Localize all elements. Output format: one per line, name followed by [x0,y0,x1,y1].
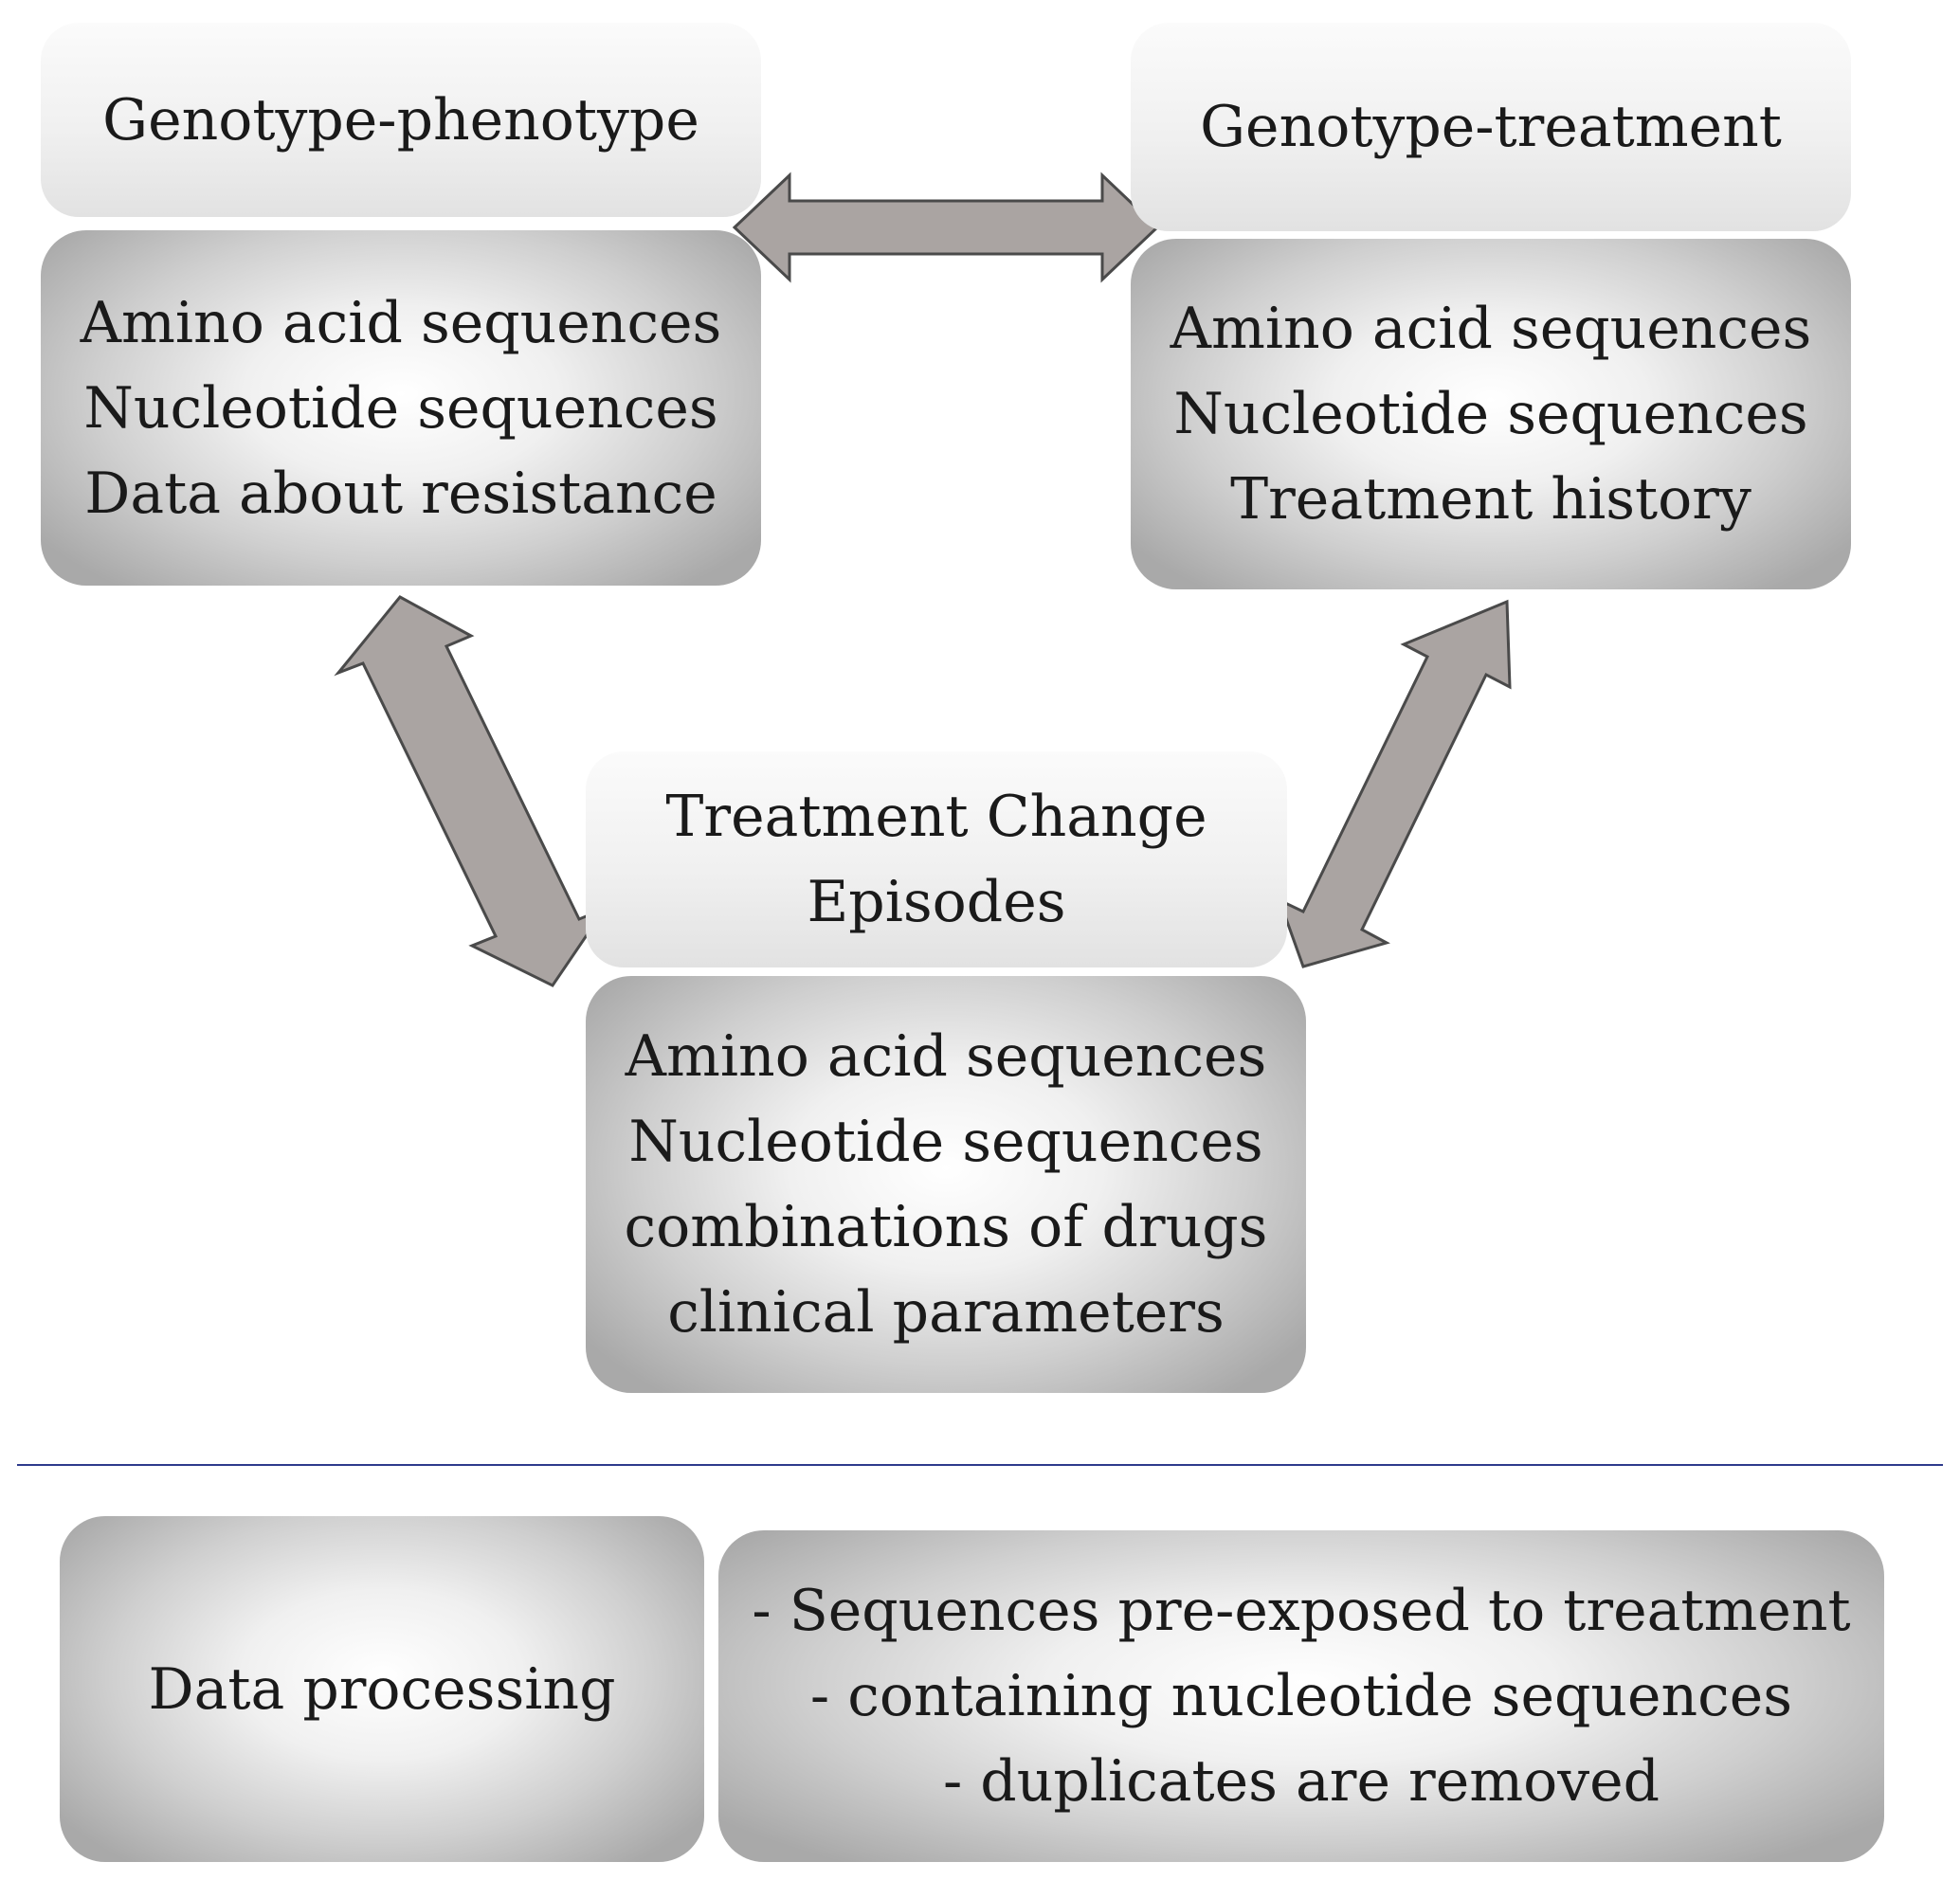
genotype-phenotype-content: Amino acid sequences Nucleotide sequence… [41,230,761,586]
genotype-treatment-item: Amino acid sequences [1170,296,1812,362]
treatment-change-item: clinical parameters [667,1279,1225,1346]
data-processing-label: Data processing [148,1655,616,1723]
genotype-phenotype-header: Genotype-phenotype [41,23,761,217]
arrow-genotype-phenotype-to-treatment-change [334,595,609,987]
genotype-treatment-content: Amino acid sequences Nucleotide sequence… [1131,239,1851,589]
data-processing-box: Data processing [60,1516,704,1862]
processing-criteria-item: - containing nucleotide sequences [809,1663,1793,1729]
genotype-phenotype-item: Amino acid sequences [80,289,722,356]
treatment-change-header: Treatment Change Episodes [586,751,1287,967]
genotype-treatment-item: Treatment history [1230,466,1751,533]
genotype-phenotype-item: Nucleotide sequences [83,374,718,442]
arrow-genotype-phenotype-to-genotype-treatment [732,172,1160,283]
processing-criteria-box: - Sequences pre-exposed to treatment - c… [718,1530,1884,1862]
treatment-change-item: Nucleotide sequences [628,1109,1263,1175]
genotype-phenotype-title: Genotype-phenotype [102,86,699,154]
genotype-treatment-item: Nucleotide sequences [1173,381,1808,447]
treatment-change-item: combinations of drugs [624,1194,1268,1260]
treatment-change-item: Amino acid sequences [625,1023,1267,1090]
genotype-treatment-header: Genotype-treatment [1131,23,1851,231]
treatment-change-content: Amino acid sequences Nucleotide sequence… [586,976,1306,1393]
processing-criteria-item: - Sequences pre-exposed to treatment [752,1578,1851,1644]
treatment-change-title-line: Treatment Change [665,784,1207,850]
genotype-phenotype-item: Data about resistance [84,460,717,527]
section-divider [17,1464,1943,1466]
treatment-change-title-line: Episodes [807,869,1066,935]
arrow-genotype-treatment-to-treatment-change [1277,599,1512,968]
processing-criteria-item: - duplicates are removed [942,1748,1661,1815]
genotype-treatment-title: Genotype-treatment [1200,94,1782,160]
